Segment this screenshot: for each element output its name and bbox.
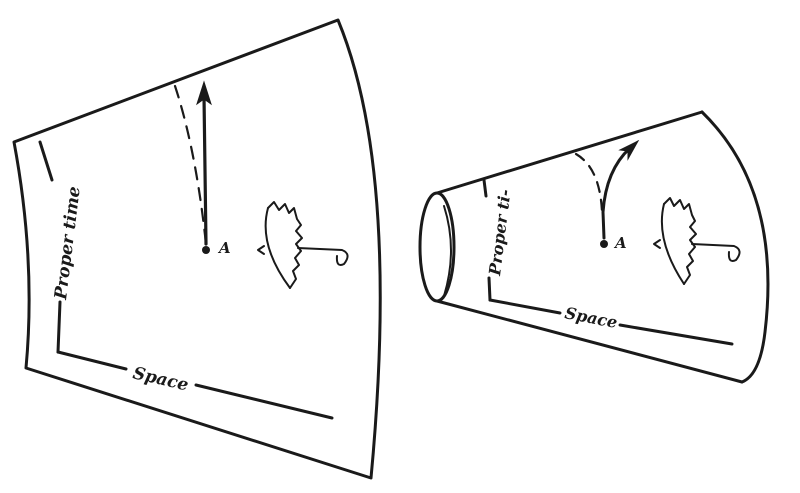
umbrella-icon bbox=[653, 197, 741, 285]
dashed-worldline bbox=[173, 84, 208, 246]
proper-time-axis-lower bbox=[56, 300, 62, 354]
proper-time-axis-upper bbox=[38, 140, 54, 182]
space-axis-left bbox=[56, 350, 128, 371]
cone-worldline-arrowhead bbox=[618, 139, 640, 161]
cone-space-label: Space bbox=[563, 303, 619, 332]
cone-event-a-dot bbox=[600, 240, 608, 248]
cone-event-a-label: A bbox=[613, 234, 627, 252]
flat-sheet-outline bbox=[12, 18, 382, 480]
cone-dashed-worldline bbox=[574, 152, 604, 214]
cone-inner-lip bbox=[443, 205, 452, 297]
right-panel: Proper ti- Space A bbox=[418, 110, 770, 384]
space-axis-right bbox=[194, 383, 334, 420]
space-label: Space bbox=[131, 363, 191, 395]
cone-proper-time-label: Proper ti- bbox=[485, 188, 515, 277]
cone-top-edge bbox=[435, 110, 704, 195]
proper-time-label: Proper time bbox=[51, 185, 85, 302]
cone-proper-time-axis-lower bbox=[487, 276, 492, 302]
cone-solid-worldline bbox=[601, 146, 632, 240]
event-a-dot bbox=[202, 246, 210, 254]
cone-space-axis-left bbox=[488, 298, 562, 315]
umbrella-icon bbox=[257, 201, 349, 289]
cone-space-axis-right bbox=[618, 323, 734, 346]
cone-bottom-edge bbox=[435, 299, 744, 384]
worldline-arrowhead bbox=[196, 80, 212, 106]
cone-small-end bbox=[418, 191, 456, 303]
solid-worldline bbox=[202, 94, 208, 246]
cone-proper-time-axis bbox=[482, 178, 488, 198]
event-a-label: A bbox=[217, 239, 231, 257]
cone-wide-end bbox=[700, 110, 770, 384]
left-panel: Proper time Space A bbox=[12, 18, 382, 480]
